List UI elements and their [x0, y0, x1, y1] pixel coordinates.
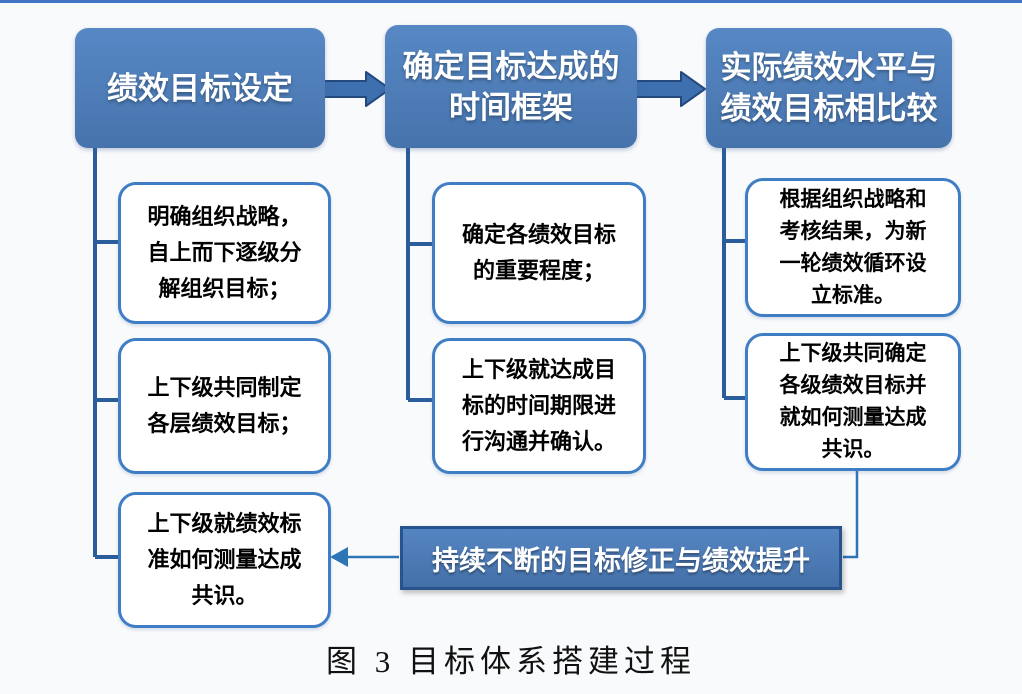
step-box-timeline-confirmation: 上下级就达成目 标的时间期限进 行沟通并确认。	[432, 338, 646, 474]
stage-box-compare-performance: 实际绩效水平与 绩效目标相比较	[706, 28, 952, 148]
feedback-right-connector-line	[843, 465, 859, 559]
step-box-goal-measure-agreement: 上下级共同确定 各级绩效目标并 就如何测量达成 共识。	[745, 333, 961, 471]
step-box-goal-priority: 确定各绩效目标 的重要程度；	[432, 182, 646, 324]
figure-caption: 图 3 目标体系搭建过程	[326, 644, 696, 679]
step-box-joint-goal-setting: 上下级共同制定 各层绩效目标；	[118, 338, 331, 474]
top-border-strip	[0, 0, 1022, 3]
feedback-bar: 持续不断的目标修正与绩效提升	[400, 526, 842, 590]
col3-connector-line	[722, 148, 745, 400]
stage-box-goal-setting: 绩效目标设定	[75, 28, 325, 148]
col1-connector-line	[93, 148, 118, 559]
left-arrowhead-icon	[330, 547, 348, 567]
flow-arrow-1-icon	[321, 71, 391, 107]
step-box-measurement-consensus: 上下级就绩效标 准如何测量达成 共识。	[118, 492, 331, 628]
step-box-clarify-strategy: 明确组织战略， 自上而下逐级分 解组织目标；	[118, 182, 331, 324]
stage-box-time-frame: 确定目标达成的 时间框架	[385, 25, 637, 148]
col2-connector-line	[406, 148, 432, 402]
flow-arrow-2-icon	[632, 71, 706, 107]
step-box-new-cycle-standard: 根据组织战略和 考核结果，为新 一轮绩效循环设 立标准。	[745, 178, 961, 317]
